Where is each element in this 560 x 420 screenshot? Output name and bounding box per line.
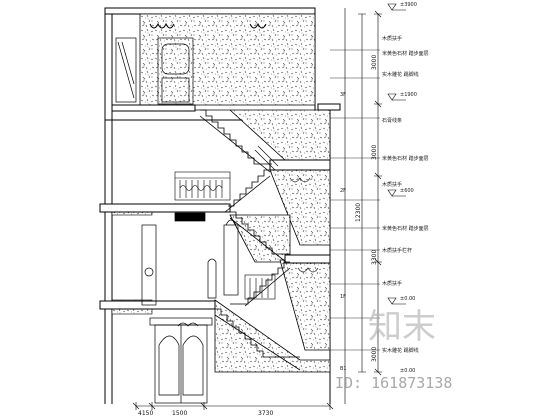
level-label: ±600 bbox=[400, 188, 414, 194]
wall-fill-zones bbox=[111, 13, 331, 373]
stair-flights bbox=[199, 109, 301, 371]
leader-note: 木质扶手 bbox=[382, 280, 402, 287]
leader-note: 木质扶手 bbox=[382, 181, 402, 188]
leader-note: 石膏线条 bbox=[382, 117, 402, 124]
leader-note: 木质扶手 bbox=[382, 35, 402, 42]
leader-note: 米黄色石材 踏步面层 bbox=[382, 50, 429, 57]
floor-mark: B1 bbox=[340, 366, 347, 372]
leader-note: 实木雕花 踢脚线 bbox=[382, 347, 419, 354]
total-height-dim: 12300 bbox=[355, 203, 362, 222]
watermark: 知末 ID: 161873138 bbox=[335, 307, 452, 392]
height-dim: 3000 bbox=[371, 55, 378, 70]
columns-and-ornaments bbox=[141, 22, 319, 327]
bottom-dimension bbox=[132, 402, 334, 410]
leader-note: 木质扶手栏杆 bbox=[382, 247, 412, 254]
bottom-dim: 1500 bbox=[172, 410, 187, 417]
height-dim: 3000 bbox=[371, 347, 378, 362]
height-dim: 3300 bbox=[371, 250, 378, 265]
balustrades bbox=[174, 145, 279, 300]
floor-mark: 3F bbox=[340, 92, 346, 98]
watermark-brand: 知末 bbox=[368, 307, 436, 347]
level-label: ±3900 bbox=[400, 2, 417, 8]
floor-mark: 1F bbox=[340, 294, 346, 300]
bottom-dim: 3730 bbox=[258, 410, 273, 417]
level-label: ±1900 bbox=[400, 92, 417, 98]
bottom-dim: 4150 bbox=[138, 410, 153, 417]
height-dim: 3000 bbox=[371, 145, 378, 160]
dimension-column bbox=[330, 10, 382, 376]
leader-note: 米黄色石材 踏步面层 bbox=[382, 225, 429, 232]
elevation-markers bbox=[387, 3, 406, 305]
level-label: ±0.00 bbox=[400, 296, 415, 302]
level-label: ±0.00 bbox=[400, 368, 415, 374]
leader-note: 米黄色石材 踏步面层 bbox=[382, 155, 429, 162]
doors bbox=[115, 37, 213, 404]
leader-note: 实木雕花 踢脚线 bbox=[382, 71, 419, 78]
watermark-id: ID: 161873138 bbox=[335, 374, 452, 392]
floor-mark: 2F bbox=[340, 188, 346, 194]
